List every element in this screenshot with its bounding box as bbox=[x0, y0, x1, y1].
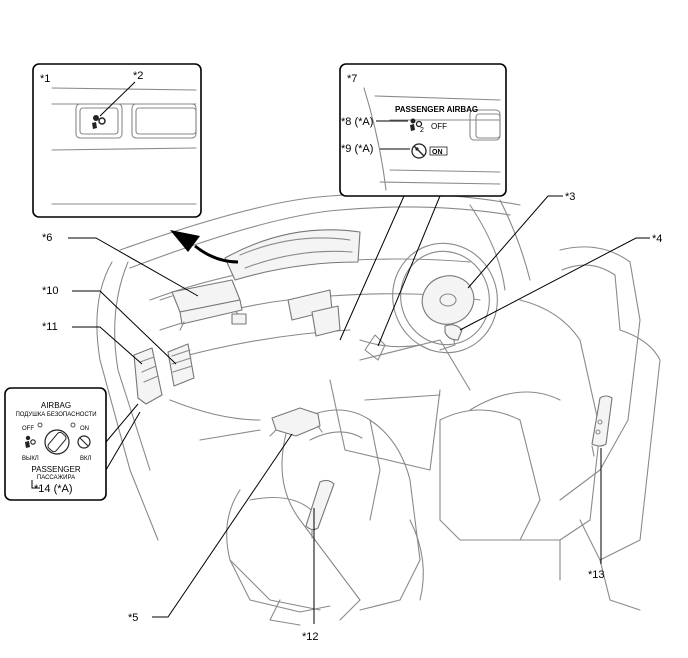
switch-off-ru: ВЫКЛ bbox=[22, 456, 39, 462]
switch-title: AIRBAG bbox=[41, 401, 71, 410]
vehicle-interior-drawing bbox=[96, 192, 661, 626]
indicator-panel-title: PASSENGER AIRBAG bbox=[395, 105, 478, 114]
switch-off-airbag-icon bbox=[25, 435, 36, 448]
detail-arrow bbox=[170, 230, 239, 264]
callout-11: *11 bbox=[42, 321, 58, 333]
detail-box-1: *1 *2 bbox=[32, 63, 202, 218]
callout-2: *2 bbox=[133, 70, 143, 82]
passenger-airbag-off-icon: 2 bbox=[410, 118, 424, 134]
indicator-off-text: OFF bbox=[431, 122, 447, 131]
callout-leaders: *3 *4 *6 *10 *11 *5 *12 *13 bbox=[42, 191, 662, 643]
indicator-on-text: ON bbox=[432, 149, 443, 156]
switch-off-label: OFF bbox=[22, 426, 34, 432]
switch-bottom: PASSENGER bbox=[31, 465, 80, 474]
switch-on-label: ON bbox=[80, 426, 89, 432]
callout-4: *4 bbox=[652, 233, 662, 245]
callout-14: *14 (*A) bbox=[34, 483, 73, 495]
passenger-airbag-on-icon bbox=[411, 143, 427, 159]
callout-12: *12 bbox=[302, 631, 319, 643]
callout-13: *13 bbox=[588, 569, 605, 581]
switch-on-ru: ВКЛ bbox=[80, 456, 91, 462]
airbag-warning-icon bbox=[92, 115, 106, 129]
switch-on-airbag-icon bbox=[77, 435, 91, 449]
detail-box-14: AIRBAG ПОДУШКА БЕЗОПАСНОСТИ OFF ON ВЫКЛ … bbox=[4, 387, 107, 501]
switch-title-ru: ПОДУШКА БЕЗОПАСНОСТИ bbox=[15, 412, 96, 418]
callout-6: *6 bbox=[42, 232, 52, 244]
switch-bottom-ru: ПАССАЖИРА bbox=[37, 475, 75, 481]
callout-9: *9 (*A) bbox=[341, 143, 373, 155]
svg-text:2: 2 bbox=[420, 127, 424, 134]
detail-box-7: PASSENGER AIRBAG 2 OFF ON *7 *8 (*A) *9 … bbox=[339, 63, 507, 197]
callout-10: *10 bbox=[42, 285, 59, 297]
callout-3: *3 bbox=[565, 191, 575, 203]
callout-7: *7 bbox=[347, 73, 357, 85]
callout-8: *8 (*A) bbox=[341, 116, 373, 128]
callout-1: *1 bbox=[40, 73, 50, 85]
callout-5: *5 bbox=[128, 612, 138, 624]
